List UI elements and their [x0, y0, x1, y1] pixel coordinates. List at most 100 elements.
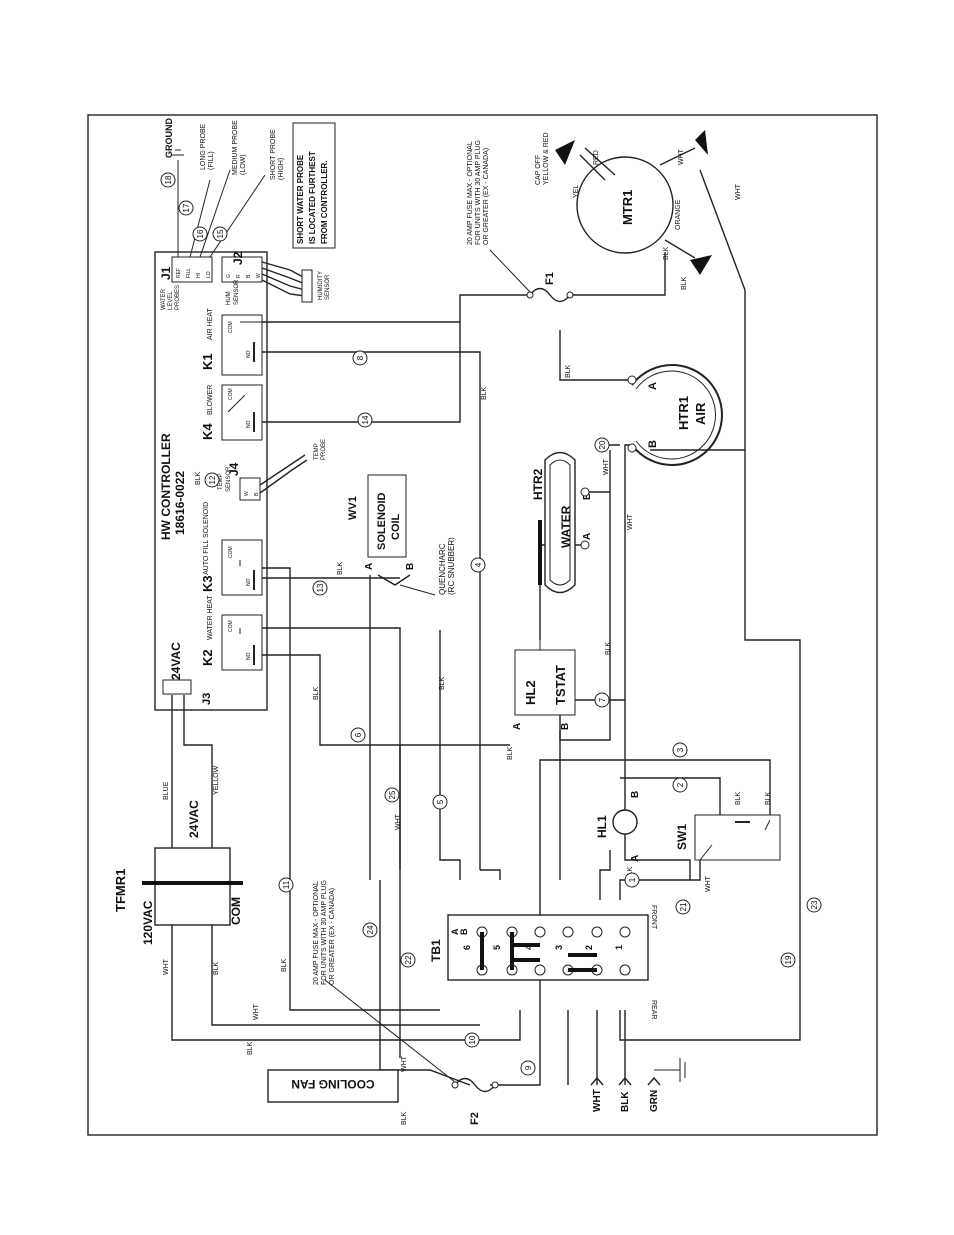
relay-k4: [221, 384, 263, 441]
temp-probe-1: TEMP: [314, 443, 320, 460]
short-probe-2: (HIGH): [278, 158, 285, 180]
cooling-fan-label: COOLING FAN: [291, 1077, 374, 1091]
wire-yel: YEL: [573, 185, 580, 198]
f1-id: F1: [544, 272, 556, 285]
wire-num-25: 25: [384, 787, 400, 803]
wire-num-21: 21: [675, 899, 691, 915]
diagram-frame: [87, 114, 878, 1136]
label-blk-10: BLK: [681, 276, 688, 290]
wire-num-14: 14: [357, 412, 373, 428]
controller-part: 18616-0022: [173, 471, 187, 535]
label-wht-4: WHT: [395, 813, 402, 830]
j1-connector: [171, 256, 213, 283]
j4-pin-w: W: [244, 491, 250, 496]
label-blk-4: BLK: [401, 1111, 408, 1125]
relay-k1-name: AIR HEAT: [207, 308, 214, 340]
relay-k3-name: AUTO FILL SOLENOID: [203, 502, 210, 575]
wire-wht-motor: WHT: [678, 148, 685, 165]
wire-num-11: 11: [278, 877, 294, 893]
wv1-b: B: [405, 563, 416, 570]
f2-note-2: FOR UNITS WITH 30 AMP PLUG: [321, 880, 328, 985]
svg-text:15: 15: [216, 229, 225, 238]
heater-htr2: HTR2 WATER A B: [531, 451, 593, 594]
supply-cords: WHT BLK GRN: [590, 1058, 686, 1112]
svg-text:10: 10: [468, 1035, 477, 1044]
svg-text:7: 7: [598, 697, 607, 702]
wire-num-19: 19: [780, 952, 796, 968]
hl1-b: B: [630, 791, 641, 798]
svg-text:20: 20: [598, 440, 607, 449]
j1-label2: LEVEL: [168, 291, 174, 310]
relay-k2-id: K2: [200, 649, 215, 666]
label-blue: BLUE: [163, 781, 170, 800]
label-blk-6: BLK: [337, 561, 344, 575]
j4-connector: [239, 477, 261, 501]
tb1-pos-2: 2: [584, 945, 594, 950]
hl2-name: TSTAT: [553, 665, 568, 705]
svg-text:6: 6: [354, 732, 363, 737]
label-yellow: YELLOW: [213, 765, 220, 795]
long-probe-2: (FILL): [208, 151, 215, 170]
label-wht-6: WHT: [627, 513, 634, 530]
wire-num-22: 22: [400, 952, 416, 968]
f2-note-1: 20 AMP FUSE MAX - OPTIONAL: [313, 881, 320, 985]
label-blk-8: BLK: [481, 386, 488, 400]
svg-text:17: 17: [182, 203, 191, 212]
label-blk-7: BLK: [439, 676, 446, 690]
j2-connector: [221, 256, 263, 283]
label-blk-3: BLK: [281, 958, 288, 972]
f1-note-3: OR GREATER (EX - CANADA): [483, 148, 490, 245]
relay-k1-no: NO: [246, 350, 252, 358]
f2-id: F2: [469, 1112, 481, 1125]
relay-k1-id: K1: [200, 353, 215, 370]
svg-text:18: 18: [164, 175, 173, 184]
tb1-pos-6: 6: [462, 945, 472, 950]
fuse-f2: F2 20 AMP FUSE MAX - OPTIONAL FOR UNITS …: [313, 880, 499, 1125]
j2-id: J2: [231, 251, 245, 265]
relay-k2-com: COM: [228, 620, 234, 632]
label-wht-5: WHT: [603, 458, 610, 475]
wire-num-15: 15: [212, 226, 228, 242]
j2-pin-w: W: [256, 273, 262, 278]
label-blk-12: BLK: [507, 746, 514, 760]
htr1-b: B: [647, 440, 659, 448]
short-probe-1: SHORT PROBE: [270, 129, 277, 180]
relay-k2-name: WATER HEAT: [207, 595, 214, 640]
cooling-fan: COOLING FAN: [267, 1069, 399, 1103]
motor-mtr1: MTR1 CAP OFF YELLOW & RED YEL RED ORANGE…: [535, 130, 712, 275]
relay-k4-id: K4: [200, 423, 215, 440]
cord-wht: WHT: [592, 1089, 603, 1112]
j4-label2: SENSOR: [226, 466, 232, 492]
svg-text:25: 25: [388, 790, 397, 799]
quencharc-1: QUENCHARC: [438, 543, 447, 595]
relay-k2: [221, 614, 263, 671]
svg-text:13: 13: [316, 583, 325, 592]
tb1-b: B: [459, 928, 469, 935]
mtr1-id: MTR1: [620, 190, 635, 225]
label-blk-15: BLK: [735, 791, 742, 805]
relay-k4-com: COM: [228, 388, 234, 400]
svg-text:2: 2: [676, 782, 685, 787]
label-wht-7: WHT: [735, 183, 742, 200]
relay-k3: [221, 539, 263, 596]
wire-num-16: 16: [192, 226, 208, 242]
transformer-secondary: 24VAC: [187, 800, 201, 838]
tb1-pos-1: 1: [614, 945, 624, 950]
label-wht-1: WHT: [163, 958, 170, 975]
cap-off-2: YELLOW & RED: [543, 132, 550, 185]
tb1-front: FRONT: [650, 905, 657, 930]
wire-orange: ORANGE: [675, 199, 682, 230]
hl2-b: B: [560, 723, 571, 730]
relay-k3-no: NO: [246, 578, 252, 586]
svg-text:1: 1: [628, 877, 637, 882]
label-blk-13: BLK: [605, 641, 612, 655]
j2-pin-b: B: [246, 274, 252, 278]
sw1-id: SW1: [675, 824, 689, 850]
label-blk-2: BLK: [247, 1041, 254, 1055]
wire-num-4: 4: [470, 557, 486, 573]
svg-text:23: 23: [810, 900, 819, 909]
label-blk-5: BLK: [313, 686, 320, 700]
hl1-sw1: HL1 B A SW1: [595, 778, 781, 862]
short-probe-note-box: [292, 122, 336, 249]
wire-num-10: 10: [464, 1032, 480, 1048]
